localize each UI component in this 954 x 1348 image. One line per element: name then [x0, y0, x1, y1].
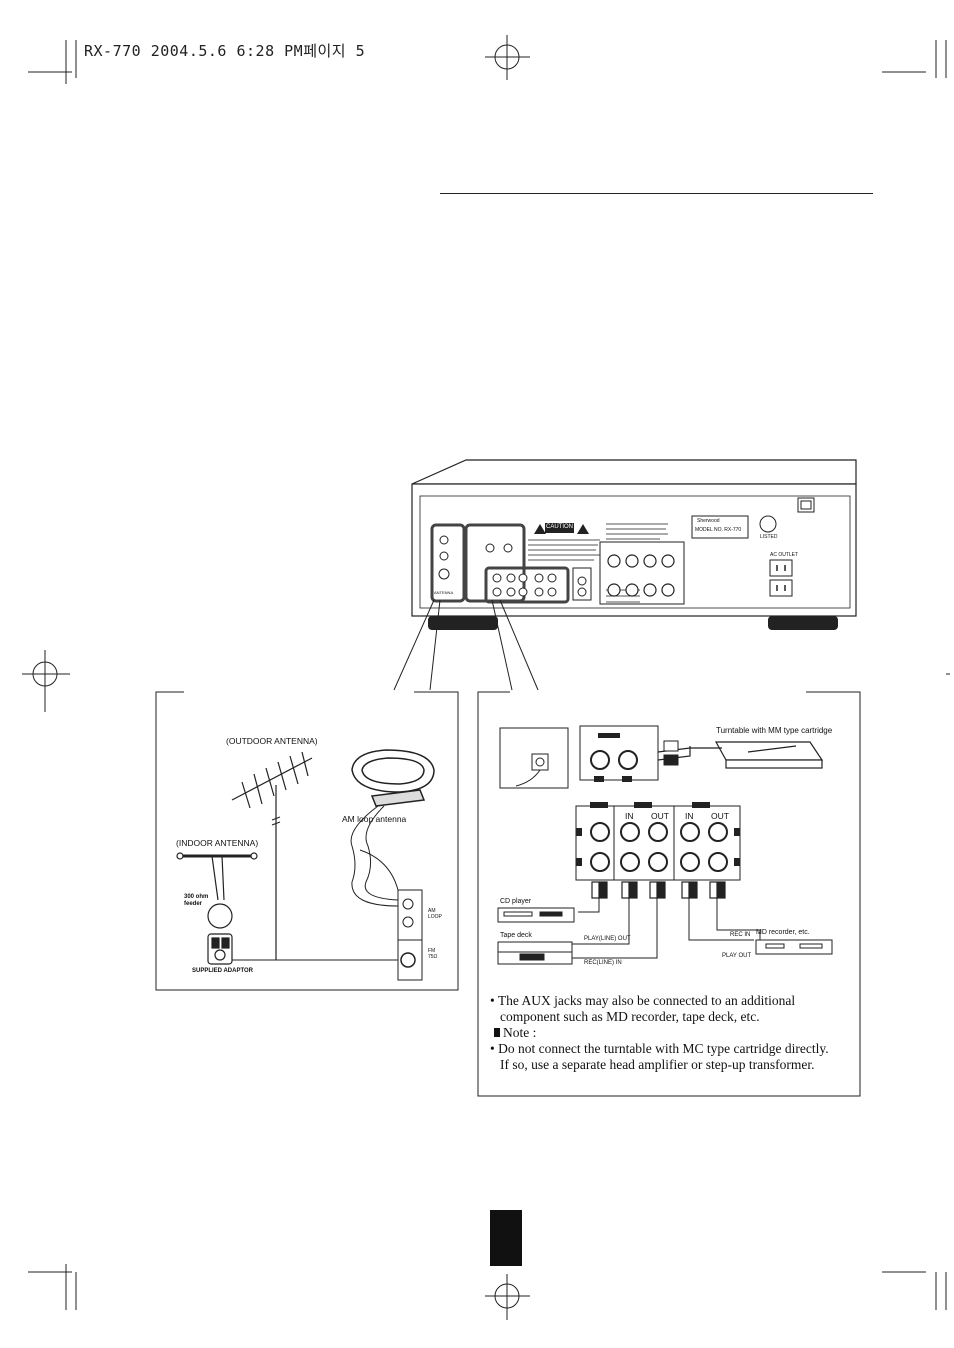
cd-player-label: CD player	[500, 898, 532, 905]
feeder-label: 300 ohm feeder	[184, 894, 209, 907]
play-line-out-label: PLAY(LINE) OUT	[584, 936, 631, 942]
fm-terminal-label: FM 75Ω	[428, 948, 438, 960]
registration-mark-left	[22, 650, 70, 712]
out-label-2: OUT	[711, 811, 729, 821]
registration-mark-bottom	[485, 1274, 530, 1320]
mc-note-line-1: • Do not connect the turntable with MC t…	[490, 1041, 829, 1056]
section-rule	[440, 193, 873, 194]
cd-player-icon	[497, 907, 575, 923]
ac-outlet-label: AC OUTLET	[770, 552, 799, 558]
antenna-label: ANTENNA	[434, 590, 454, 595]
md-recorder-label: MD recorder, etc.	[756, 929, 810, 936]
in-label-1: IN	[625, 811, 634, 821]
page-number-tab	[490, 1210, 522, 1266]
supplied-adaptor-label: SUPPLIED ADAPTOR	[192, 968, 254, 974]
registration-mark-top	[485, 35, 530, 80]
brand-plate: Sherwood	[697, 518, 720, 524]
am-loop-terminal-label: AM LOOP	[428, 908, 442, 920]
caution-label: CAUTION	[546, 524, 573, 530]
model-plate: MODEL NO. RX-770	[695, 527, 742, 533]
indoor-antenna-icon	[176, 852, 258, 965]
md-recorder-icon	[755, 939, 833, 955]
out-label-1: OUT	[651, 811, 669, 821]
in-label-2: IN	[685, 811, 694, 821]
indoor-antenna-label: (INDOOR ANTENNA)	[176, 838, 259, 848]
rec-line-in-label: REC(LINE) IN	[584, 960, 622, 966]
am-loop-antenna-icon	[351, 749, 435, 807]
outdoor-antenna-icon	[231, 751, 313, 960]
outdoor-antenna-label: (OUTDOOR ANTENNA)	[226, 736, 318, 746]
tape-deck-icon	[497, 941, 573, 965]
aux-note-line-1: • The AUX jacks may also be connected to…	[490, 993, 796, 1008]
turntable-label: Turntable with MM type cartridge	[716, 726, 833, 735]
mc-note-line-2: If so, use a separate head amplifier or …	[500, 1057, 815, 1072]
turntable-icon	[714, 741, 824, 769]
note-bullet-icon	[494, 1028, 500, 1037]
play-out-label: PLAY OUT	[722, 953, 752, 959]
ul-listed-label: LISTED	[760, 534, 778, 540]
rec-in-label: REC IN	[730, 932, 751, 938]
note-heading: Note :	[503, 1025, 537, 1040]
aux-note-line-2: component such as MD recorder, tape deck…	[500, 1009, 760, 1024]
print-header: RX-770 2004.5.6 6:28 PM페이지 5	[84, 42, 366, 60]
tape-deck-label: Tape deck	[500, 932, 532, 939]
am-loop-antenna-label: AM loop antenna	[342, 814, 407, 824]
